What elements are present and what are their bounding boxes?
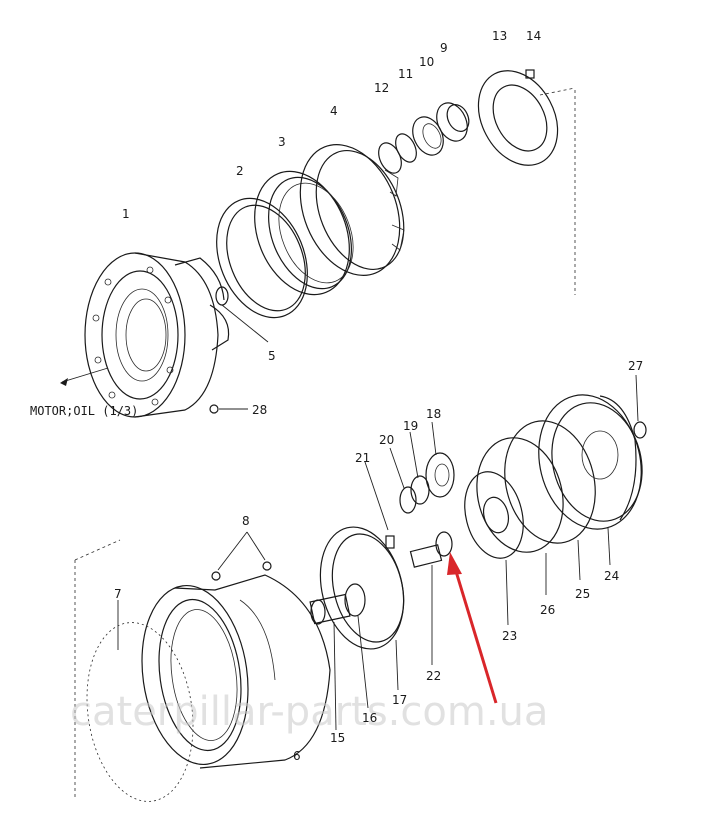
callout-21: 21 (355, 451, 370, 465)
callout-23: 23 (502, 629, 517, 643)
callout-25: 25 (575, 587, 590, 601)
part-22-sun-gear (409, 531, 453, 665)
callout-17: 17 (392, 693, 407, 707)
callout-3: 3 (278, 135, 286, 149)
callout-10: 10 (419, 55, 434, 69)
callout-22: 22 (426, 669, 441, 683)
callout-12: 12 (374, 81, 389, 95)
callout-14: 14 (526, 29, 541, 43)
part-19-bearing (409, 431, 430, 505)
callout-5: 5 (268, 349, 276, 363)
callout-4: 4 (330, 104, 338, 118)
callout-28: 28 (252, 403, 267, 417)
part-25-seal (504, 420, 596, 581)
part-23-plate (464, 471, 524, 626)
part-8-bolts (211, 531, 272, 581)
part-4-carrier (299, 144, 405, 276)
part-6-housing (141, 574, 331, 769)
part-5-pin (215, 286, 269, 343)
callout-1: 1 (122, 207, 130, 221)
part-28-bolt (209, 404, 248, 414)
part-24-cover (538, 394, 643, 566)
part-9-gear (436, 102, 470, 142)
callout-26: 26 (540, 603, 555, 617)
part-3-bearing (254, 170, 354, 296)
part-12-ring (378, 142, 402, 174)
callout-24: 24 (604, 569, 619, 583)
callout-27: 27 (628, 359, 643, 373)
callout-13: 13 (492, 29, 507, 43)
part-7-ring (86, 600, 194, 802)
callout-6: 6 (293, 749, 301, 763)
callout-20: 20 (379, 433, 394, 447)
caption: MOTOR;OIL (1/3) (30, 404, 138, 418)
watermark: caterpillar-parts.com.ua (70, 689, 548, 735)
callout-11: 11 (398, 67, 413, 81)
part-20-washer (389, 447, 417, 514)
part-27-plug (633, 374, 647, 439)
part-2-ring (216, 197, 308, 319)
part-1-housing (84, 252, 230, 418)
callout-8: 8 (242, 514, 250, 528)
callout-2: 2 (236, 164, 244, 178)
callout-15: 15 (330, 731, 345, 745)
callout-19: 19 (403, 419, 418, 433)
part-13-plate (477, 70, 559, 166)
callout-16: 16 (362, 711, 377, 725)
part-10-bearing (412, 116, 444, 156)
part-26-o-ring (476, 437, 564, 595)
callout-18: 18 (426, 407, 441, 421)
highlight-arrow (447, 552, 498, 704)
part-17-carrier (319, 526, 405, 691)
callout-9: 9 (440, 41, 448, 55)
part-14-bolt (525, 69, 535, 79)
callout-7: 7 (114, 587, 122, 601)
part-21-pin (364, 461, 395, 549)
part-18-gear (425, 421, 455, 498)
part-11-ring (395, 133, 417, 163)
part-16-hub (344, 583, 369, 709)
